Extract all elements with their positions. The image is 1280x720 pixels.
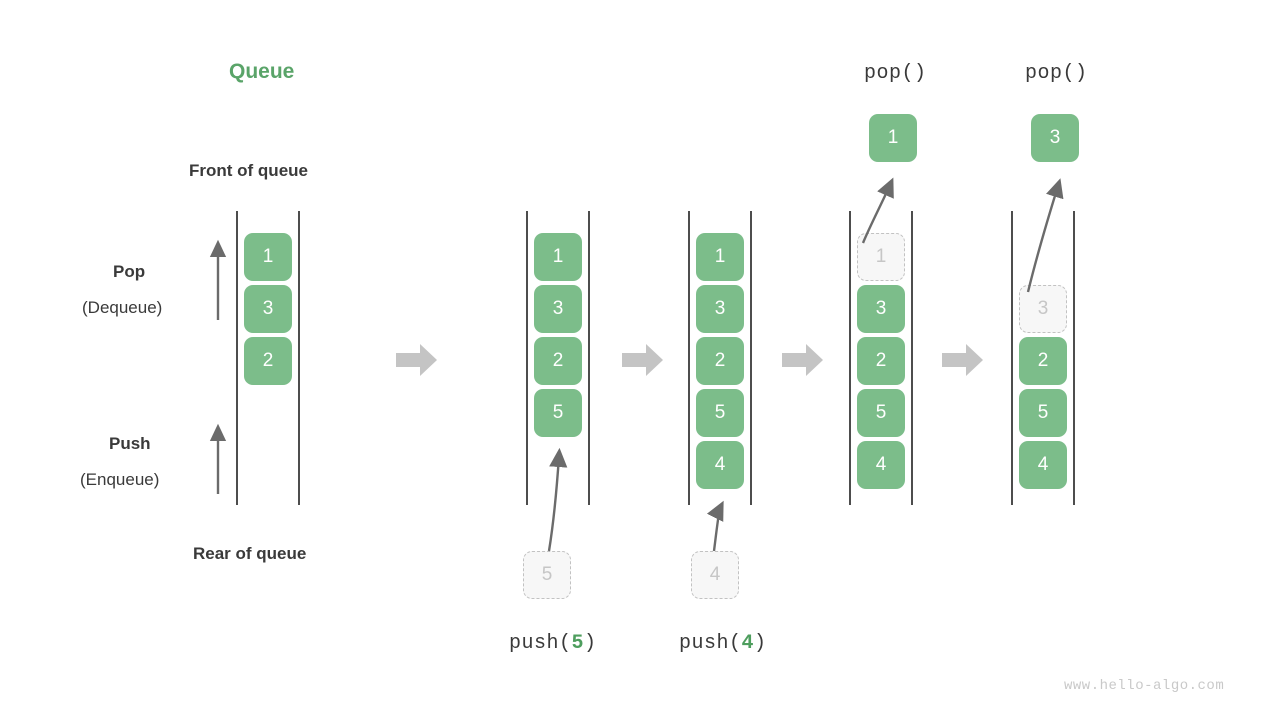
caption-arg: 4 [741, 632, 755, 655]
flow-arrow-4-icon [942, 344, 983, 376]
queue-cell-ghost: 3 [1019, 285, 1067, 333]
pop-direction-arrow-icon [209, 239, 227, 320]
queue-cell: 2 [1019, 337, 1067, 385]
queue-cell: 2 [857, 337, 905, 385]
queue-cell: 1 [696, 233, 744, 281]
pop-3-motion-arrow [1026, 178, 1064, 293]
queue-cell: 2 [244, 337, 292, 385]
caption-fn: push( [509, 632, 572, 655]
pop-caption: pop() [864, 62, 927, 85]
push-direction-arrow-icon [209, 423, 227, 494]
watermark: www.hello-algo.com [1064, 678, 1225, 694]
front-of-queue-label: Front of queue [189, 161, 308, 180]
rail-right [298, 211, 300, 505]
column-caption: push(5) [509, 632, 597, 655]
queue-cell: 5 [534, 389, 582, 437]
queue-cell: 5 [857, 389, 905, 437]
queue-cell: 3 [857, 285, 905, 333]
push-5-motion-arrow [547, 447, 568, 552]
rear-of-queue-label: Rear of queue [193, 544, 307, 563]
queue-cell: 1 [534, 233, 582, 281]
queue-cell: 3 [534, 285, 582, 333]
queue-cell: 5 [696, 389, 744, 437]
rail-right [588, 211, 590, 505]
rail-left [1011, 211, 1013, 505]
rail-left [526, 211, 528, 505]
queue-cell: 4 [857, 441, 905, 489]
diagram-title: Queue [229, 60, 295, 83]
pop-caption: pop() [1025, 62, 1088, 85]
queue-cell: 2 [696, 337, 744, 385]
incoming-ghost-cell: 5 [523, 551, 571, 599]
queue-cell-ghost: 1 [857, 233, 905, 281]
pop-label: Pop [113, 262, 146, 281]
flow-arrow-2-icon [622, 344, 663, 376]
queue-cell: 4 [1019, 441, 1067, 489]
pop-sublabel: (Dequeue) [82, 298, 163, 317]
rail-left [688, 211, 690, 505]
queue-cell: 1 [244, 233, 292, 281]
queue-cell: 3 [244, 285, 292, 333]
queue-cell: 2 [534, 337, 582, 385]
push-sublabel: (Enqueue) [80, 470, 160, 489]
caption-close: ) [584, 632, 597, 655]
queue-cell: 5 [1019, 389, 1067, 437]
rail-right [911, 211, 913, 505]
flow-arrow-1-icon [396, 344, 437, 376]
push-4-motion-arrow [706, 500, 724, 552]
popped-cell: 1 [869, 114, 917, 162]
rail-right [750, 211, 752, 505]
caption-arg: 5 [571, 632, 585, 655]
flow-arrow-3-icon [782, 344, 823, 376]
queue-cell: 3 [696, 285, 744, 333]
caption-fn: push( [679, 632, 742, 655]
popped-cell: 3 [1031, 114, 1079, 162]
rail-left [849, 211, 851, 505]
push-label: Push [109, 434, 151, 453]
queue-cell: 4 [696, 441, 744, 489]
column-caption: push(4) [679, 632, 767, 655]
rail-left [236, 211, 238, 505]
rail-right [1073, 211, 1075, 505]
caption-close: ) [754, 632, 767, 655]
incoming-ghost-cell: 4 [691, 551, 739, 599]
